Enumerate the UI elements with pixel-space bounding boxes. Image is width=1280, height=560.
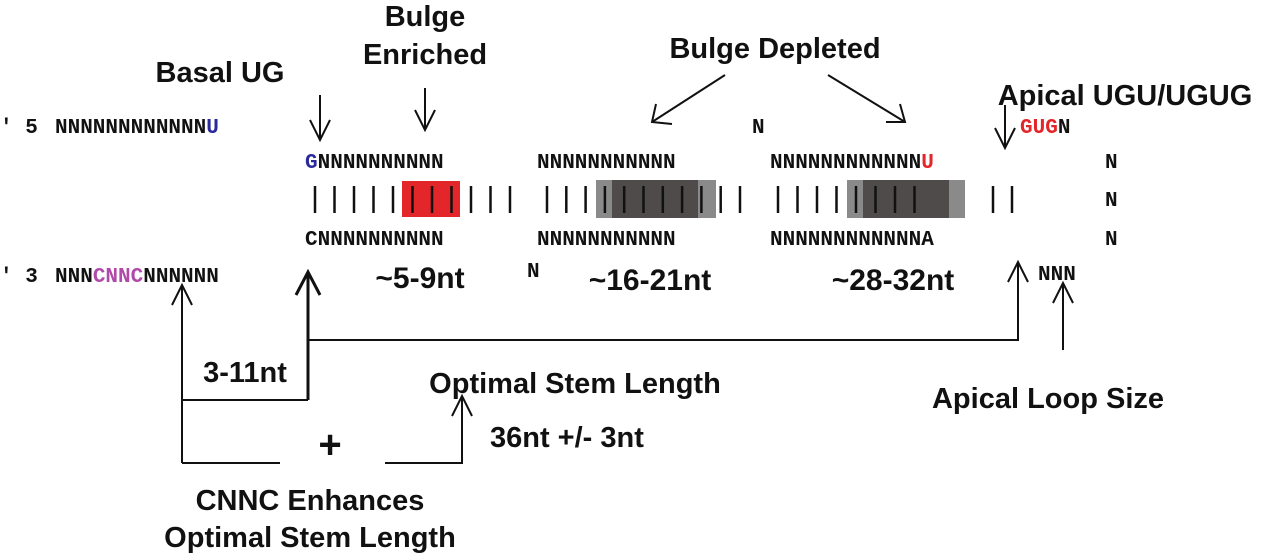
- spacer-length-label: 3-11nt: [203, 357, 287, 389]
- bulge-depleted-core-2: [863, 180, 949, 218]
- bulge-depleted-core-1: [612, 180, 698, 218]
- segment-length-1: ~5-9nt: [375, 262, 464, 295]
- apical-label: Apical UGU/UGUG: [998, 80, 1253, 112]
- bulge-n: N: [527, 261, 540, 284]
- loop-n: N: [1105, 152, 1118, 175]
- cnnc-label-2: Optimal Stem Length: [164, 522, 456, 554]
- arrow-icon: [309, 74, 1016, 151]
- stem-length-value: 36nt +/- 3nt: [490, 422, 644, 454]
- bulge-enriched-label-2: Enriched: [363, 39, 487, 71]
- apical-loop-size-label: Apical Loop Size: [932, 383, 1164, 415]
- stem-bottom-2: NNNNNNNNNNN: [537, 229, 676, 252]
- five-prime-sequence: NNNNNNNNNNNNU: [55, 117, 219, 140]
- bulge-enriched-label-1: Bulge: [385, 1, 466, 33]
- stem-bottom-1: CNNNNNNNNNN: [305, 229, 444, 252]
- bulge-n: N: [752, 117, 765, 140]
- loop-n: N: [1105, 190, 1118, 213]
- bulge-depleted-label: Bulge Depleted: [669, 33, 880, 65]
- loop-n: N: [1105, 229, 1118, 252]
- basal-ug-label: Basal UG: [156, 57, 285, 89]
- apical-loop-top: GUGN: [1020, 117, 1070, 140]
- stem-bottom-3: NNNNNNNNNNNNA: [770, 229, 934, 252]
- stem-top-3: NNNNNNNNNNNNU: [770, 152, 934, 175]
- three-prime-sequence: NNNCNNCNNNNNN: [55, 266, 219, 289]
- connector-lines: [171, 259, 1074, 464]
- optimal-stem-label: Optimal Stem Length: [429, 368, 721, 400]
- stem-top-2: NNNNNNNNNNN: [537, 152, 676, 175]
- segment-length-2: ~16-21nt: [589, 264, 712, 297]
- cnnc-label-1: CNNC Enhances: [196, 485, 425, 517]
- segment-length-3: ~28-32nt: [832, 264, 955, 297]
- apical-loop-bottom: NNN: [1038, 264, 1076, 287]
- base-pair-bars: [313, 186, 1014, 213]
- three-prime-end: ′ 3: [0, 266, 38, 289]
- five-prime-end: ′ 5: [0, 117, 38, 140]
- plus-sign: +: [318, 423, 341, 467]
- stem-top-1: GNNNNNNNNNN: [305, 152, 444, 175]
